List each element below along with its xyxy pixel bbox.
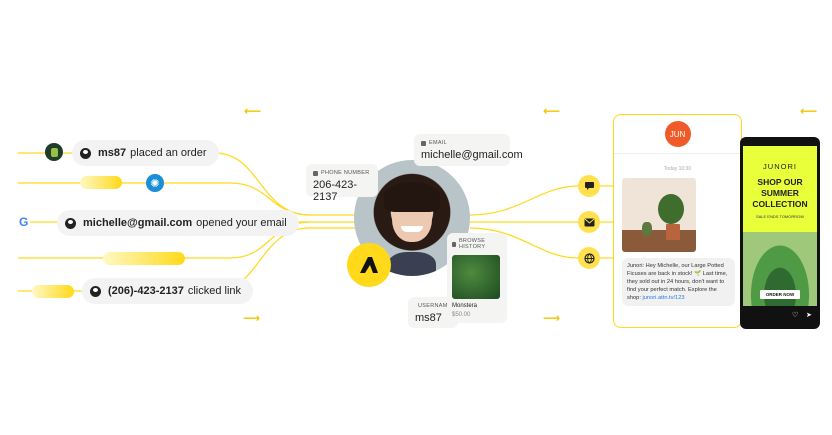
brand-avatar: JUN [664, 121, 691, 147]
event-link: (206)-423-2137 clicked link [82, 278, 254, 304]
browse-history-card: BROWSE HISTORY Monstera $50.00 [447, 233, 507, 323]
sms-phone-mockup: JUN Today 10:30 Junori: Hey Michelle, ou… [613, 114, 742, 328]
product-price: $50.00 [452, 312, 471, 318]
heart-icon[interactable]: ♡ [792, 312, 799, 319]
event-user: ms87 [98, 147, 127, 159]
data-bar [80, 176, 122, 189]
mail-icon [578, 211, 600, 233]
sms-timestamp: Today 10:30 [663, 166, 692, 172]
openai-icon: ✺ [146, 174, 164, 192]
phone-value: 206-423-2137 [313, 179, 358, 203]
sms-bubble: Junori: Hey Michelle, our Large Potted F… [622, 258, 735, 306]
arrow-right-icon: ⟶ [243, 311, 261, 325]
product-image [452, 255, 500, 299]
username-value: ms87 [415, 312, 442, 324]
event-user: michelle@gmail.com [83, 217, 193, 229]
sms-header: JUN [614, 115, 741, 154]
shopify-icon [45, 143, 63, 161]
user-icon [80, 147, 91, 159]
browse-label: BROWSE HISTORY [458, 238, 486, 250]
arrow-left-icon: ⟵ [800, 104, 818, 118]
arrow-right-icon: ⟶ [543, 311, 561, 325]
sms-message: Junori: Hey Michelle, our Large Potted F… [627, 263, 728, 301]
phone-icon [313, 170, 318, 176]
username-label: USERNAME [418, 303, 452, 309]
arrow-left-icon: ⟵ [543, 104, 561, 118]
arrow-left-icon: ⟵ [244, 104, 262, 118]
product-name: Monstera [452, 303, 478, 309]
email-value: michelle@gmail.com [421, 149, 523, 161]
phone-card: PHONE NUMBER 206-423-2137 [306, 164, 378, 203]
event-email: michelle@gmail.com opened your email [57, 210, 299, 236]
story-mockup: JUNORI SHOP OUR SUMMER COLLECTION SALE E… [740, 137, 820, 329]
story-headline: SHOP OUR SUMMER COLLECTION [752, 177, 808, 209]
user-icon [65, 217, 76, 229]
sms-link[interactable]: junori.attn.tv/123 [642, 295, 685, 301]
phone-label: PHONE NUMBER [321, 170, 370, 176]
event-text: clicked link [187, 285, 242, 297]
story-subline: SALE ENDS TOMORROW [755, 214, 805, 219]
user-icon [90, 285, 101, 297]
email-label: EMAIL [429, 140, 448, 146]
history-icon [452, 241, 456, 247]
chat-icon [578, 175, 600, 197]
data-bar [103, 252, 185, 265]
email-card: EMAIL michelle@gmail.com [414, 134, 523, 166]
globe-icon [578, 247, 600, 269]
event-order: ms87 placed an order [72, 140, 219, 166]
story-cta[interactable]: ORDER NOW [760, 290, 800, 299]
event-text: opened your email [196, 217, 287, 229]
data-bar [32, 285, 74, 298]
story-cta-label: ORDER NOW [765, 292, 795, 297]
attentive-logo [347, 243, 391, 287]
sms-image [622, 178, 696, 252]
brand-avatar-text: JUN [669, 129, 686, 139]
google-icon: G [19, 215, 29, 229]
mail-icon [421, 140, 426, 146]
story-brand: JUNORI [763, 162, 797, 171]
event-user: (206)-423-2137 [108, 285, 184, 297]
story-panel: JUNORI SHOP OUR SUMMER COLLECTION SALE E… [743, 146, 817, 306]
event-text: placed an order [130, 147, 207, 159]
share-icon[interactable]: ➤ [806, 312, 812, 319]
